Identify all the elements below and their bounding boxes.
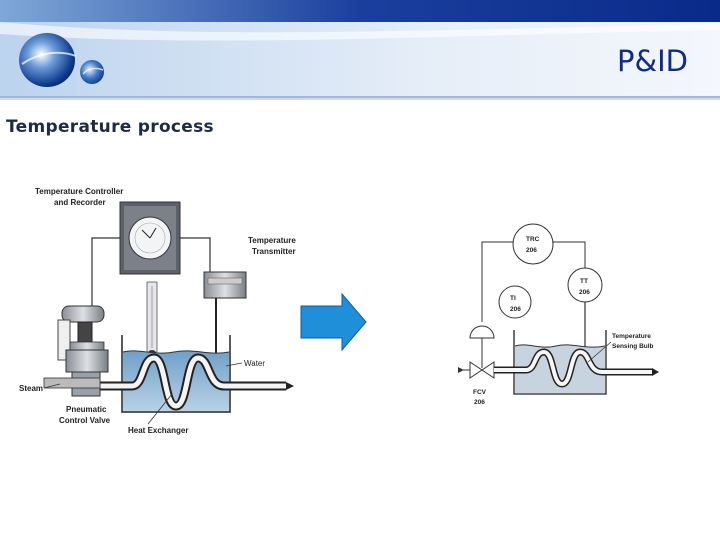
transmitter-label: Temperature: [248, 236, 296, 245]
pid-coil: [494, 348, 659, 388]
valve-label-2: Control Valve: [59, 416, 111, 425]
tt-instrument-bubble: TT 206: [567, 267, 603, 303]
fcv-tag: FCV: [473, 389, 487, 396]
transmitter-label-2: Transmitter: [252, 247, 296, 256]
controller-label: Temperature Controller: [35, 187, 123, 196]
slide-title: P&ID: [617, 44, 688, 78]
header-banner: [0, 0, 720, 100]
trc-number: 206: [526, 247, 537, 254]
slide-header: P&ID: [0, 0, 720, 100]
exchanger-label: Heat Exchanger: [128, 426, 188, 435]
tt-number: 206: [579, 289, 590, 296]
slide-subtitle: Temperature process: [6, 117, 214, 137]
heating-coil: [94, 353, 294, 411]
process-illustration: Temperature Controller and Recorder Temp…: [19, 187, 296, 435]
ti-number: 206: [510, 306, 521, 313]
ti-tag: TI: [510, 295, 516, 302]
transform-arrow-icon: [300, 292, 367, 352]
steam-label: Steam: [19, 384, 43, 393]
bulb-label: Temperature: [612, 333, 651, 340]
thermometer: [146, 281, 158, 360]
tt-tag: TT: [580, 278, 588, 285]
fcv-control-valve: [469, 325, 495, 379]
trc-instrument-bubble: TRC 206: [512, 223, 554, 265]
controller-label-2: and Recorder: [54, 198, 106, 207]
fcv-number: 206: [474, 399, 485, 406]
logo-globe-icon: [19, 33, 104, 87]
trc-tag: TRC: [526, 236, 540, 243]
pid-schematic: TRC 206 TT 206 TI 206 FCV 206 Temperatu: [458, 223, 659, 406]
recorder-instrument: [119, 201, 181, 275]
valve-label: Pneumatic: [66, 405, 107, 414]
water-label: Water: [244, 359, 265, 368]
bulb-label-2: Sensing Bulb: [612, 343, 654, 350]
pneumatic-control-valve: [43, 305, 109, 397]
ti-instrument-bubble: TI 206: [498, 285, 532, 319]
